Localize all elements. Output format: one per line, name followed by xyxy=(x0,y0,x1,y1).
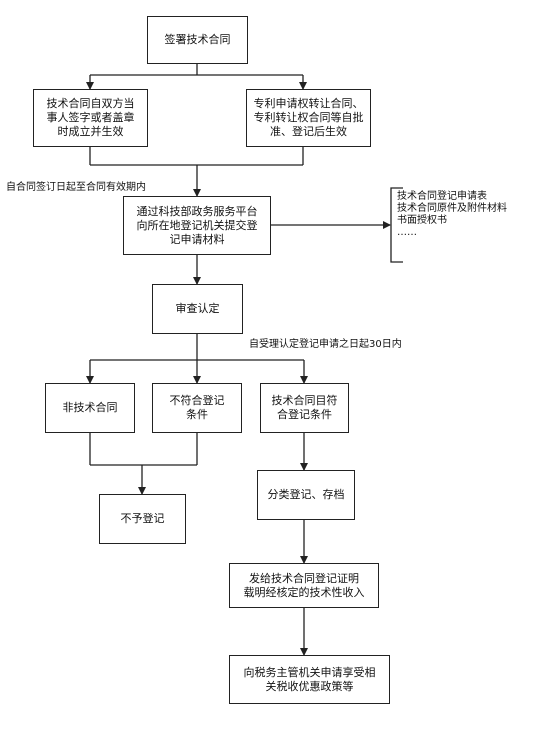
node-classify: 分类登记、存档 xyxy=(257,470,355,520)
note-sign-period: 自合同签订日起至合同有效期内 xyxy=(6,182,146,193)
node-review-label: 审查认定 xyxy=(175,302,220,315)
node-effective-right-line: 专利转让权合同等自批 xyxy=(253,111,364,124)
node-not-conform-line: 不符合登记 xyxy=(169,394,225,407)
materials-item: …… xyxy=(397,227,417,238)
node-reject-label: 不予登记 xyxy=(120,512,165,525)
materials-bracket xyxy=(390,187,403,263)
node-effective-left: 技术合同自双方当 事人签字或者盖章 时成立并生效 xyxy=(33,89,148,147)
materials-item: 技术合同原件及附件材料 xyxy=(397,203,507,214)
node-certificate-line: 发给技术合同登记证明 xyxy=(249,571,359,585)
node-not-tech: 非技术合同 xyxy=(45,383,135,433)
node-sign-contract: 签署技术合同 xyxy=(147,16,248,64)
node-tax-line: 关税收优惠政策等 xyxy=(265,679,354,693)
node-certificate: 发给技术合同登记证明 载明经核定的技术性收入 xyxy=(229,563,379,608)
node-submit-line: 通过科技部政务服务平台 xyxy=(136,204,258,218)
materials-item: 技术合同登记申请表 xyxy=(397,191,487,202)
node-reject: 不予登记 xyxy=(99,494,186,544)
materials-item: 书面授权书 xyxy=(397,215,447,226)
node-not-conform: 不符合登记 条件 xyxy=(152,383,242,433)
node-effective-left-line: 技术合同自双方当 xyxy=(46,97,135,110)
node-not-conform-line: 条件 xyxy=(186,408,208,421)
node-tax-benefit: 向税务主管机关申请享受相 关税收优惠政策等 xyxy=(229,655,390,704)
node-sign-contract-label: 签署技术合同 xyxy=(164,33,231,46)
node-conform-line: 技术合同目符 xyxy=(271,394,338,407)
node-effective-right-line: 专利申请权转让合同、 xyxy=(253,97,364,110)
node-effective-right: 专利申请权转让合同、 专利转让权合同等自批 准、登记后生效 xyxy=(246,89,371,147)
node-not-tech-label: 非技术合同 xyxy=(62,401,118,414)
node-submit-line: 向所在地登记机关提交登 xyxy=(136,218,258,232)
node-review: 审查认定 xyxy=(152,284,243,334)
node-submit-line: 记申请材料 xyxy=(169,232,225,246)
node-classify-label: 分类登记、存档 xyxy=(267,488,345,501)
node-conform-line: 合登记条件 xyxy=(277,408,332,421)
node-tax-line: 向税务主管机关申请享受相 xyxy=(243,665,376,679)
node-effective-left-line: 事人签字或者盖章 xyxy=(46,111,135,124)
node-submit-materials: 通过科技部政务服务平台 向所在地登记机关提交登 记申请材料 xyxy=(123,196,271,255)
node-certificate-line: 载明经核定的技术性收入 xyxy=(243,585,365,599)
note-review-period: 自受理认定登记申请之日起30日内 xyxy=(249,339,402,350)
node-effective-left-line: 时成立并生效 xyxy=(57,125,124,138)
materials-list: 技术合同登记申请表 技术合同原件及附件材料 书面授权书 …… xyxy=(397,191,507,239)
node-conform: 技术合同目符 合登记条件 xyxy=(260,383,349,433)
node-effective-right-line: 准、登记后生效 xyxy=(270,125,347,138)
